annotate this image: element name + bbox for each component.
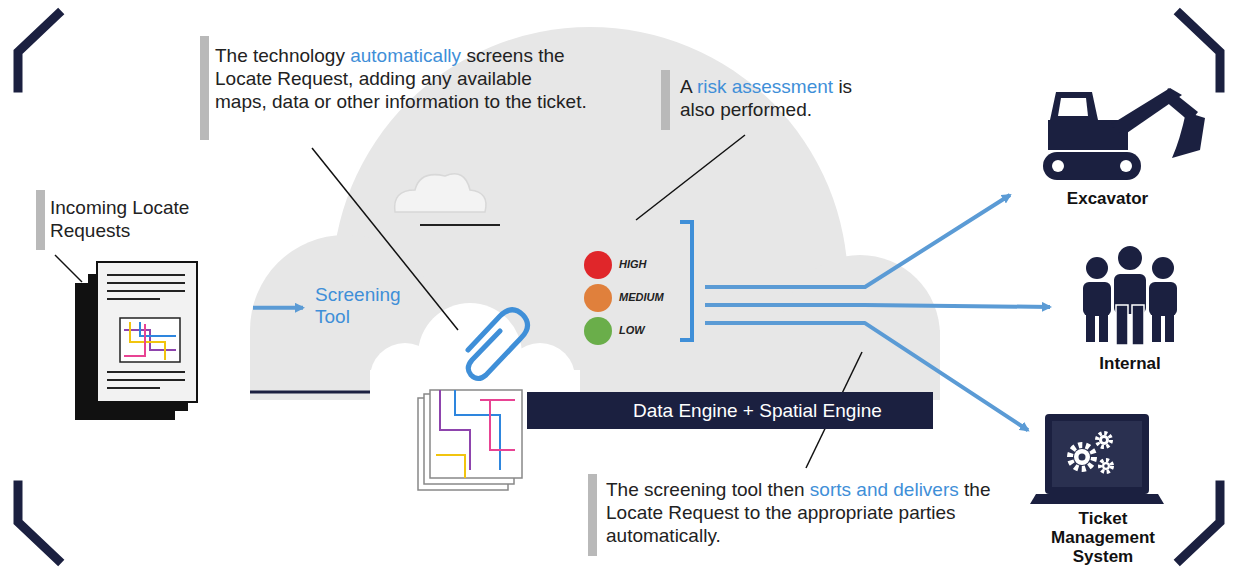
highlight-text: automatically — [350, 45, 461, 66]
highlight-text: risk assessment — [697, 76, 833, 97]
risk-level: LOW — [619, 324, 645, 336]
risk-swatch — [584, 251, 612, 279]
output-name: Excavator — [1030, 189, 1185, 208]
ticket-system-node: Ticket Management System — [1028, 410, 1178, 566]
risk-level: MEDIUM — [619, 291, 664, 303]
excavator-node: Excavator — [1010, 84, 1205, 208]
highlight-text: sorts and delivers — [810, 479, 959, 500]
callout-text: The technology — [215, 45, 345, 66]
callout-bars — [36, 36, 670, 556]
page-stack — [418, 390, 522, 490]
callout-note: The technology automatically screens the… — [215, 44, 587, 113]
laptop-icon — [1030, 414, 1164, 504]
accent-line — [420, 224, 500, 226]
callout-text: The screening tool then — [606, 479, 805, 500]
risk-swatch — [584, 317, 612, 345]
internal-node: Internal — [1050, 245, 1210, 373]
flow-arrow — [253, 306, 303, 310]
engine-band: Data Engine + Spatial Engine — [527, 392, 933, 429]
callout-note: The screening tool then sorts and delive… — [606, 478, 998, 547]
output-name: Ticket Management System — [1043, 509, 1163, 566]
people-icon — [1083, 245, 1177, 345]
node-label: Screening Tool — [315, 284, 415, 328]
callout-note: A risk assessment is also performed. — [680, 75, 880, 121]
risk-level: HIGH — [619, 258, 647, 270]
document-stack — [75, 262, 197, 420]
flow-arrow — [705, 305, 1050, 307]
small-cloud — [395, 174, 486, 212]
callout-text: A — [680, 76, 692, 97]
risk-swatch — [584, 284, 612, 312]
band-label: Data Engine + Spatial Engine — [633, 400, 882, 421]
paperclip — [468, 310, 528, 379]
flow-arrow — [705, 195, 1010, 287]
document-node: Incoming Locate Requests — [75, 262, 253, 420]
excavator-icon — [1043, 88, 1205, 180]
risk-bracket — [680, 222, 692, 340]
callout-text: Incoming Locate Requests — [50, 196, 220, 242]
corner-brackets — [18, 14, 1220, 560]
output-name: Internal — [1050, 354, 1210, 373]
